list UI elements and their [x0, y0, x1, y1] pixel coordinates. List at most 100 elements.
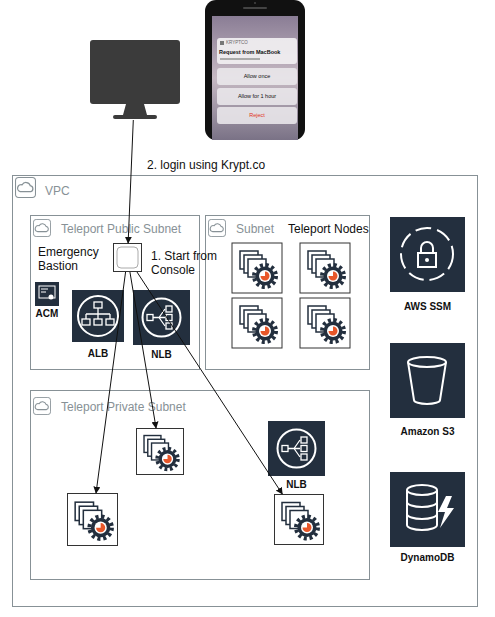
service-icon: Amazon S3 — [390, 343, 465, 438]
node-text: VPC — [45, 184, 105, 198]
teleport-node-icon — [240, 251, 276, 287]
service-icon: AWS SSM — [390, 217, 465, 312]
alb-icon: ALB — [72, 290, 124, 360]
node-text: Reject — [217, 112, 297, 119]
icon-tree — [86, 308, 110, 319]
node-text: Request from MacBook — [219, 49, 299, 56]
monitor-screen — [90, 40, 180, 104]
icon-ring — [78, 296, 118, 336]
phone-icon — [205, 0, 305, 140]
alb-icon — [72, 290, 124, 342]
icon-tile — [390, 472, 465, 547]
icon-box — [82, 319, 90, 325]
subnet-group: SubnetTeleport Nodes — [205, 215, 370, 370]
node-text: Amazon S3 — [385, 426, 470, 438]
teleport-node-group — [232, 243, 350, 348]
arrow-connector — [96, 272, 126, 493]
notification-button — [217, 88, 297, 105]
icon-tile — [390, 217, 465, 292]
bucket-body — [408, 362, 446, 404]
node-text: Emergency Bastion — [38, 245, 108, 273]
monitor-base — [113, 115, 157, 119]
db-body — [407, 490, 437, 530]
icon-box — [106, 319, 114, 325]
monitor-icon — [90, 40, 180, 119]
nlb-icon: NLB — [133, 290, 190, 360]
vpc-group: VPC Teleport Public SubnetEmergency Basti… — [12, 175, 478, 607]
node-text: Allow once — [217, 73, 297, 80]
app-icon — [220, 41, 224, 45]
instance-icon — [117, 247, 138, 268]
phone-notification: KRYPTCO Request from MacBookAllow onceAll… — [205, 0, 305, 138]
lock-shackle — [421, 242, 433, 253]
icon-box — [94, 319, 102, 325]
lock-hole — [425, 258, 429, 262]
node-text: Teleport Public Subnet — [61, 222, 199, 236]
ssm-icon — [390, 217, 465, 292]
node-text: Subnet — [236, 222, 286, 236]
nlb-icon — [133, 290, 190, 345]
nlb-icon — [268, 421, 325, 476]
teleport-node-icon — [144, 436, 178, 470]
subnet-group: Teleport Private SubnetNLB — [30, 390, 370, 580]
node-text: NLB — [268, 479, 325, 491]
node-text: ACM — [30, 308, 64, 320]
node-text: KRYPTCO — [226, 40, 286, 45]
node-frame — [300, 243, 350, 293]
lock-body — [418, 253, 436, 267]
node-frame — [300, 298, 350, 348]
icon-box — [94, 302, 102, 308]
phone-speaker — [243, 7, 267, 9]
vpc-icon — [16, 178, 36, 198]
dynamodb-icon — [390, 472, 465, 547]
certificate-seal — [49, 295, 54, 300]
acm-icon — [35, 282, 59, 306]
edge-label: 2. login using Krypt.co — [147, 158, 317, 172]
teleport-node — [274, 494, 324, 545]
certificate-lines — [41, 289, 48, 292]
lightning-bolt — [438, 496, 454, 528]
nlb-icon: NLB — [268, 421, 325, 491]
node-text: NLB — [133, 349, 190, 361]
node-text: Teleport Private Subnet — [61, 400, 231, 414]
arrow-connector — [137, 272, 282, 494]
icon-tile — [72, 290, 124, 342]
phone-screen — [212, 16, 298, 140]
node-frame — [232, 298, 282, 348]
monitor-stand — [123, 104, 147, 115]
node-text: Allow for 1 hour — [217, 93, 297, 100]
notification-button — [217, 68, 297, 85]
acm-icon: ACM — [35, 282, 59, 318]
icon-tile — [35, 282, 59, 306]
notification-button — [217, 107, 297, 124]
icon-ring — [401, 228, 453, 280]
teleport-node-icon — [308, 251, 344, 287]
node-frame — [232, 243, 282, 293]
teleport-node — [136, 428, 184, 475]
db-top — [407, 485, 437, 495]
phone-body — [205, 0, 305, 140]
subnet-icon — [208, 219, 225, 236]
teleport-node-icon — [282, 503, 318, 539]
bucket-rim — [408, 357, 446, 367]
s3-icon — [390, 343, 465, 418]
subnet-icon — [33, 397, 50, 414]
teleport-node-icon — [75, 502, 112, 539]
teleport-node-icon — [240, 306, 276, 342]
node-text: AWS SSM — [385, 301, 470, 313]
service-icon: DynamoDB — [390, 472, 465, 564]
subnet-icon — [33, 219, 50, 236]
node-text: DynamoDB — [385, 552, 470, 564]
notification-detail — [220, 58, 260, 60]
subnet-group: Teleport Public SubnetEmergency BastionA… — [30, 215, 200, 370]
teleport-node-icon — [308, 306, 344, 342]
node-text: Teleport Nodes — [288, 222, 372, 236]
phone-camera — [254, 2, 256, 4]
icon-tile — [390, 343, 465, 418]
node-text: ALB — [72, 348, 124, 360]
bastion-box: Emergency Bastion — [113, 243, 142, 272]
client-monitor — [90, 40, 180, 120]
teleport-node — [67, 493, 118, 546]
callout-label: 1. Start from Console — [151, 249, 227, 277]
